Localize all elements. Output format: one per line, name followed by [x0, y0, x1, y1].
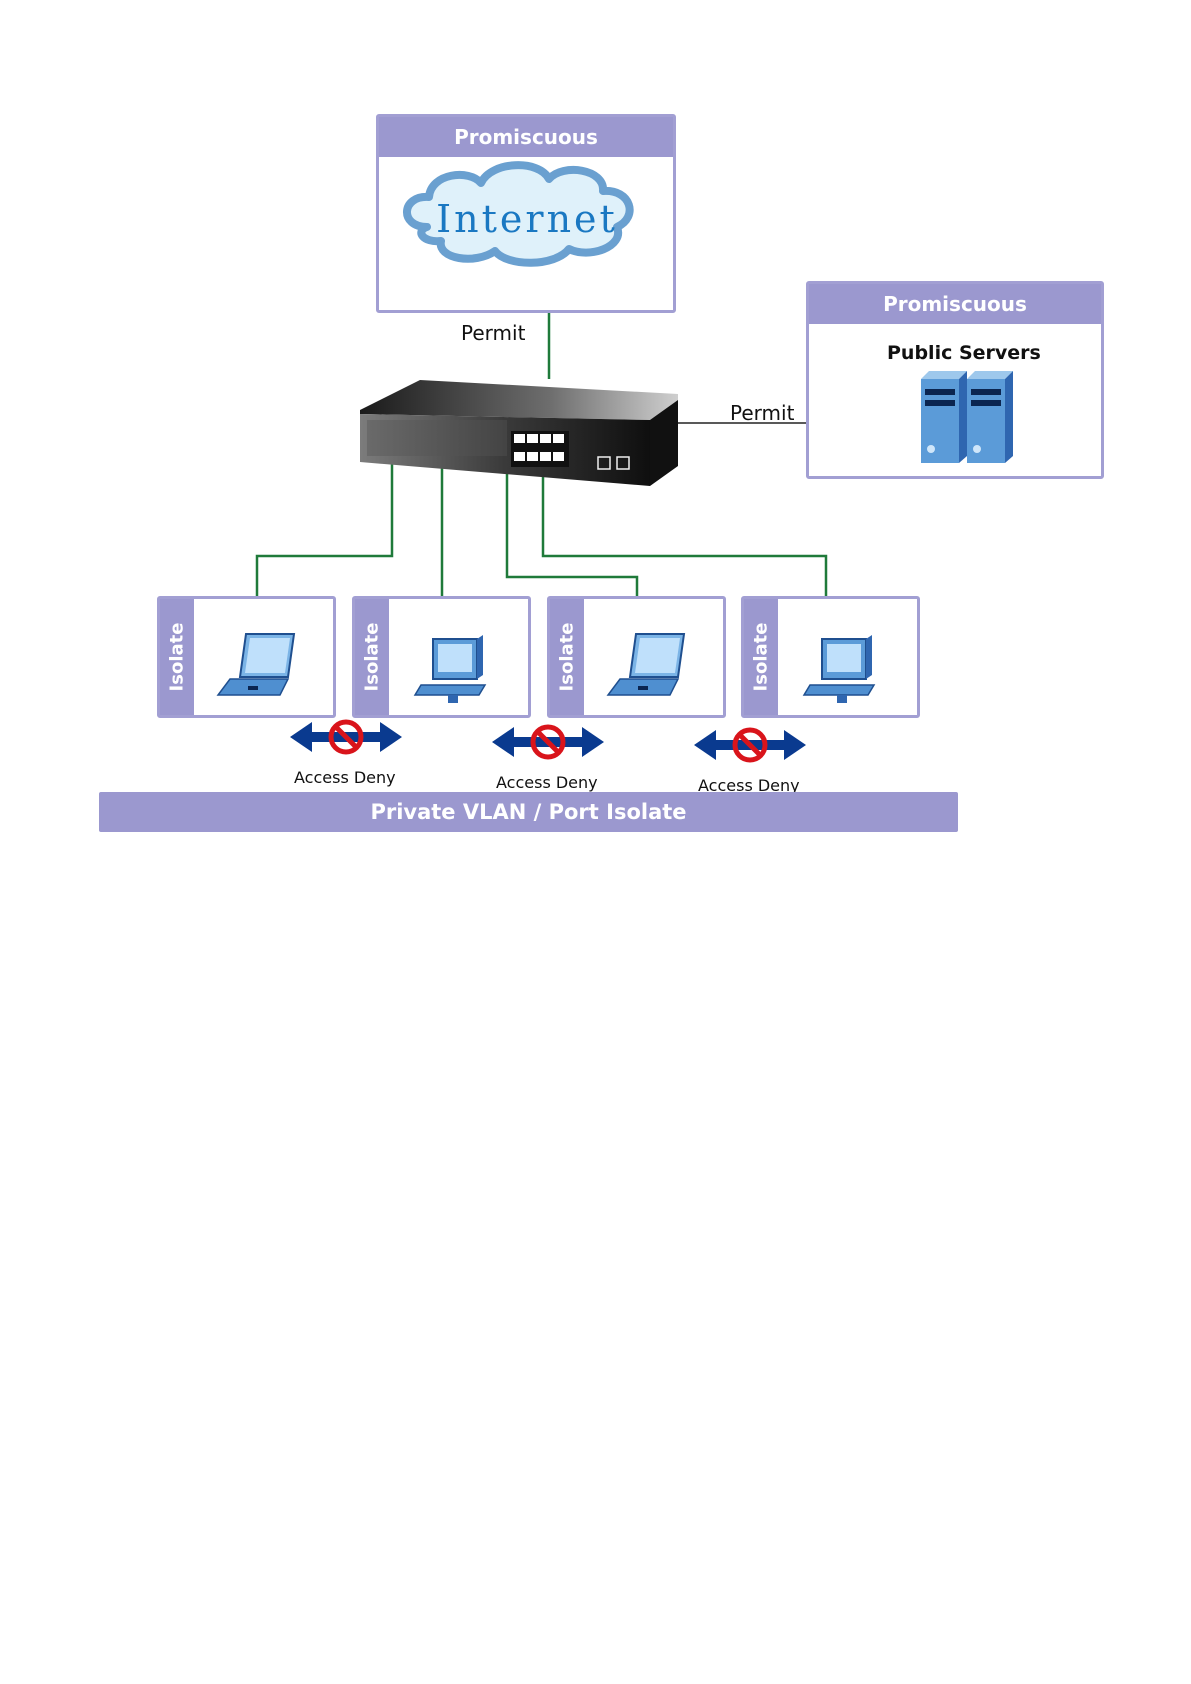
footer-banner: Private VLAN / Port Isolate	[99, 792, 958, 832]
deny-arrow-2	[492, 727, 604, 757]
deny-arrow-1	[290, 722, 402, 752]
access-deny-label-2: Access Deny	[496, 773, 598, 792]
access-deny-label-1: Access Deny	[294, 768, 396, 787]
deny-arrow-3	[694, 730, 806, 760]
